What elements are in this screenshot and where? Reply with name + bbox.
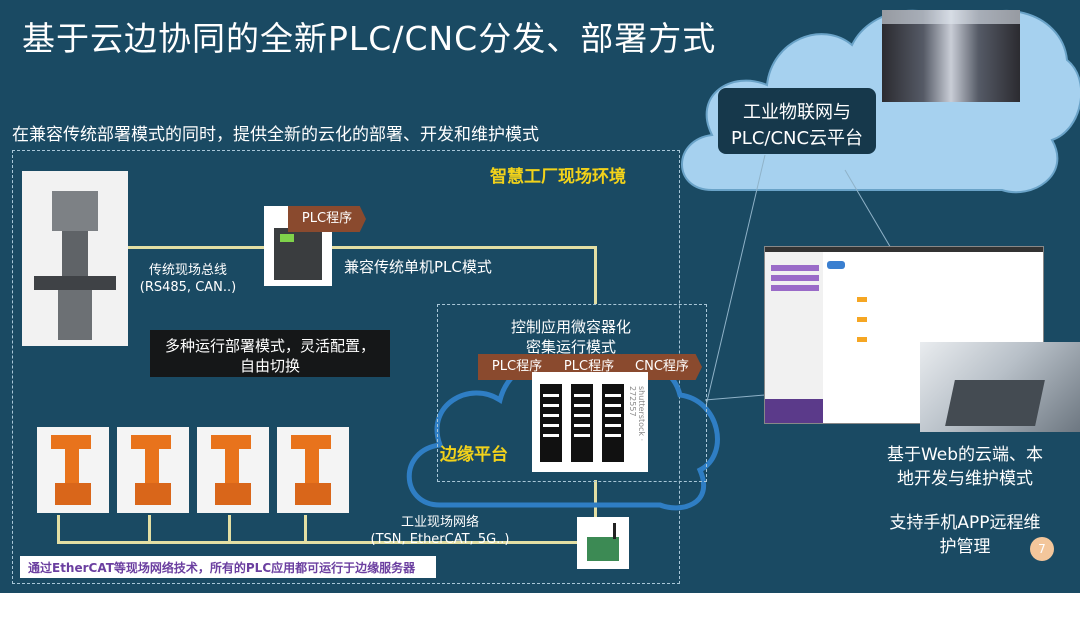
cloud-platform-line2: PLC/CNC云平台 — [730, 128, 864, 149]
edge-container-area — [437, 304, 707, 482]
factory-label: 智慧工厂现场环境 — [490, 167, 626, 187]
robot-photo-1 — [37, 427, 109, 513]
container-line2: 密集运行模式 — [525, 338, 616, 356]
robot-photo-3 — [197, 427, 269, 513]
stock-watermark: shutterstock · 272557 — [628, 386, 646, 442]
fieldbus-line1: 传统现场总线 — [148, 263, 227, 278]
deploy-modes-box: 多种运行部署模式，灵活配置， 自由切换 — [150, 330, 390, 377]
gateway-device-icon — [577, 517, 629, 569]
cloud-platform-line1: 工业物联网与 — [743, 102, 851, 123]
network-line2: (TSN, EtherCAT, 5G..) — [370, 532, 510, 547]
page-number: 7 — [1030, 537, 1054, 561]
app-mode-line1: 支持手机APP远程维 — [889, 513, 1041, 533]
edge-to-gateway-wire — [594, 480, 597, 518]
cloud-platform-box: 工业物联网与 PLC/CNC云平台 — [718, 88, 876, 154]
datacenter-photo — [882, 10, 1020, 102]
edge-server-icon: shutterstock · 272557 — [532, 372, 648, 472]
robot-wire-4 — [304, 515, 307, 543]
slide: 基于云边协同的全新PLC/CNC分发、部署方式 在兼容传统部署模式的同时，提供全… — [0, 0, 1080, 593]
laptop-photo — [920, 342, 1080, 432]
bottom-note: 通过EtherCAT等现场网络技术，所有的PLC应用都可运行于边缘服务器 — [28, 561, 416, 575]
connection-lines — [704, 154, 896, 411]
standalone-plc-label: 兼容传统单机PLC模式 — [344, 258, 492, 276]
field-network-wire — [57, 541, 587, 544]
app-mode-text: 支持手机APP远程维 护管理 — [860, 511, 1070, 559]
fieldbus-wire — [128, 246, 264, 249]
web-ide-screenshot — [764, 246, 1044, 424]
deploy-modes-line1: 多种运行部署模式，灵活配置， — [164, 337, 375, 355]
deploy-modes-line2: 自由切换 — [239, 357, 300, 375]
robot-photo-2 — [117, 427, 189, 513]
bottom-note-box: 通过EtherCAT等现场网络技术，所有的PLC应用都可运行于边缘服务器 — [20, 556, 436, 578]
web-mode-line2: 地开发与维护模式 — [897, 469, 1033, 489]
page-title: 基于云边协同的全新PLC/CNC分发、部署方式 — [22, 19, 717, 58]
milling-machine-photo — [22, 171, 128, 346]
app-mode-line2: 护管理 — [939, 537, 991, 557]
network-line1: 工业现场网络 — [400, 515, 479, 530]
web-mode-line1: 基于Web的云端、本 — [886, 445, 1044, 465]
fieldbus-line2: (RS485, CAN..) — [139, 280, 237, 295]
plc-to-edge-wire-v — [594, 246, 597, 304]
container-line1: 控制应用微容器化 — [510, 318, 631, 336]
robot-wire-3 — [228, 515, 231, 543]
page-subtitle: 在兼容传统部署模式的同时，提供全新的云化的部署、开发和维护模式 — [12, 125, 539, 145]
robot-wire-1 — [57, 515, 60, 543]
plc-program-tag: PLC程序 — [288, 206, 366, 232]
web-mode-text: 基于Web的云端、本 地开发与维护模式 — [860, 443, 1070, 491]
edge-platform-label: 边缘平台 — [440, 445, 508, 465]
robot-wire-2 — [148, 515, 151, 543]
robot-photo-4 — [277, 427, 349, 513]
plc-to-edge-wire — [332, 246, 597, 249]
